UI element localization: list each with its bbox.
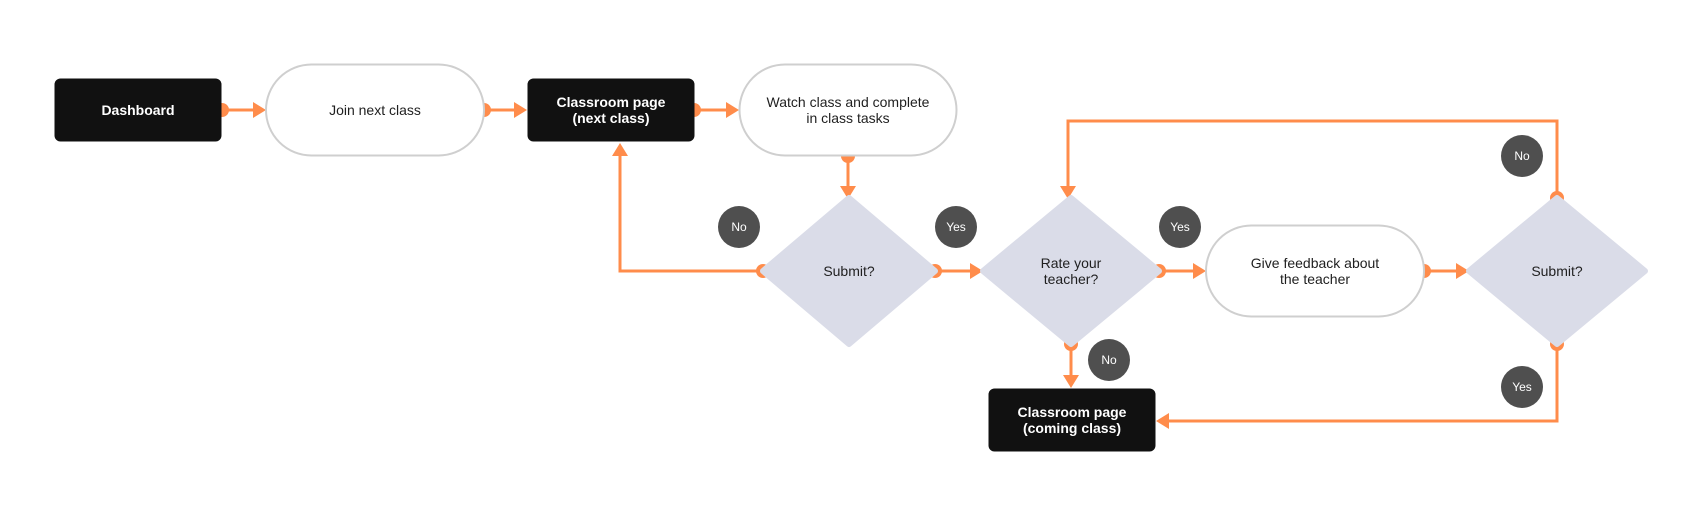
badge-label: No (1101, 353, 1117, 367)
badge-circle (1501, 366, 1543, 408)
badge-circle (1159, 206, 1201, 248)
badge-circle (935, 206, 977, 248)
badge-circle (718, 206, 760, 248)
badge-label: No (1514, 149, 1530, 163)
node-label: teacher? (1044, 271, 1099, 287)
badge-label: No (731, 220, 747, 234)
action-pill (738, 63, 958, 157)
screen-box (527, 78, 695, 142)
node-label: Give feedback about (1251, 255, 1380, 271)
action-pill (265, 63, 485, 157)
connector-submit2-to-rate (1066, 119, 1559, 198)
edge-label-badge-no: No (718, 206, 760, 248)
node-classroom-coming[interactable]: Classroom page(coming class) (988, 388, 1156, 452)
node-label: Submit? (823, 263, 875, 279)
node-label: Watch class and complete (767, 94, 930, 110)
node-label: (next class) (572, 110, 649, 126)
connector-submit1-to-classroom-next (618, 146, 763, 273)
node-label: (coming class) (1023, 420, 1121, 436)
node-join[interactable]: Join next class (265, 63, 485, 157)
arrow-head-icon (253, 102, 266, 118)
screen-box (54, 78, 222, 142)
badge-circle (1501, 135, 1543, 177)
badge-label: Yes (1512, 380, 1532, 394)
action-pill (1205, 224, 1425, 318)
edge-label-badge-yes: Yes (1159, 206, 1201, 248)
node-label: Dashboard (101, 102, 174, 118)
node-label: Join next class (329, 102, 421, 118)
edge-label-badge-no: No (1501, 135, 1543, 177)
screen-box (988, 388, 1156, 452)
arrow-head-icon (970, 263, 983, 279)
badge-label: Yes (946, 220, 966, 234)
node-label: Rate your (1041, 255, 1102, 271)
arrow-head-icon (1063, 375, 1079, 388)
decision-diamond (980, 195, 1162, 347)
node-label: Classroom page (1018, 404, 1127, 420)
arrow-head-icon (726, 102, 739, 118)
connector-submit2-to-classroom-coming (1160, 344, 1559, 423)
node-label: in class tasks (806, 110, 889, 126)
badge-label: Yes (1170, 220, 1190, 234)
node-label: Classroom page (557, 94, 666, 110)
node-dashboard[interactable]: Dashboard (54, 78, 222, 142)
arrow-head-icon (1456, 263, 1469, 279)
edge-label-badge-no: No (1088, 339, 1130, 381)
node-submit1[interactable]: Submit? (760, 195, 938, 347)
arrow-head-icon (1193, 263, 1206, 279)
decision-diamond (760, 195, 938, 347)
node-classroom-next[interactable]: Classroom page(next class) (527, 78, 695, 142)
edge-label-badge-yes: Yes (935, 206, 977, 248)
decision-diamond (1466, 195, 1648, 347)
node-submit2[interactable]: Submit? (1466, 195, 1648, 347)
arrow-head-icon (612, 143, 628, 156)
node-label: the teacher (1280, 271, 1350, 287)
edge-label-badge-yes: Yes (1501, 366, 1543, 408)
arrow-head-icon (1060, 186, 1076, 199)
badge-circle (1088, 339, 1130, 381)
arrow-head-icon (840, 186, 856, 199)
arrow-head-icon (514, 102, 527, 118)
arrow-head-icon (1156, 413, 1169, 429)
node-label: Submit? (1531, 263, 1583, 279)
